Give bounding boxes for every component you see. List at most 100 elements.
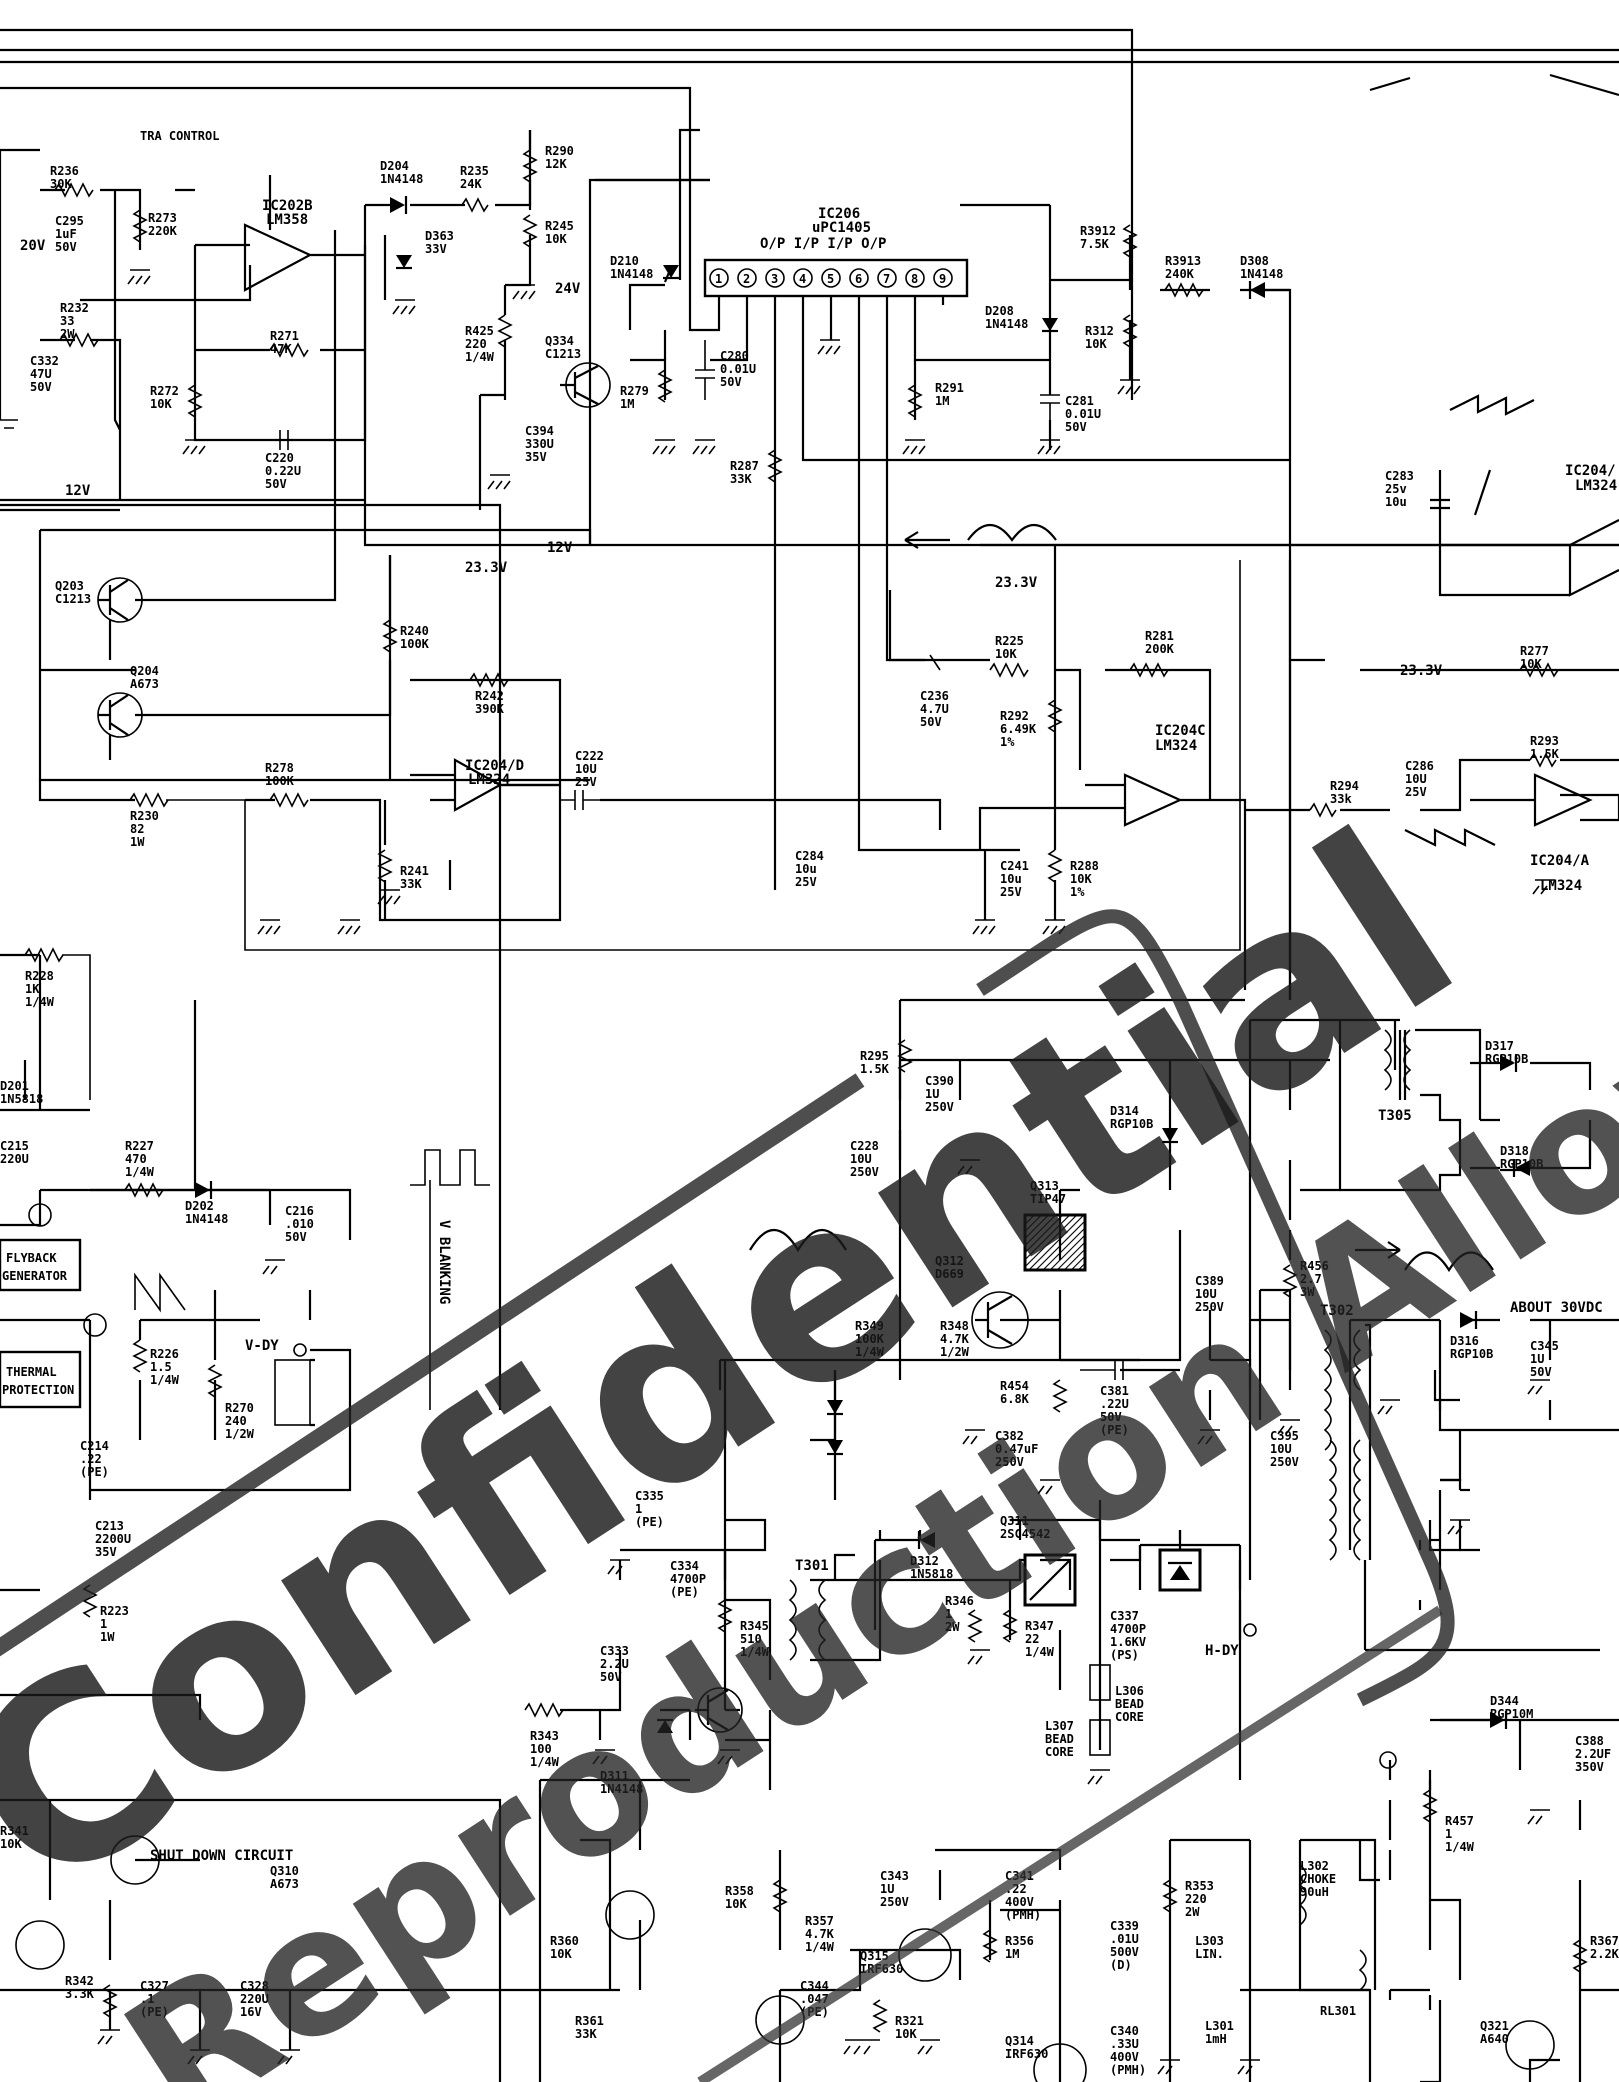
- diode-d202: [195, 1182, 210, 1198]
- rail-12v-b: 12V: [547, 540, 573, 556]
- ic204c-part: LM324: [1155, 738, 1197, 754]
- ic204-top-name: IC204/: [1565, 463, 1616, 479]
- rail-23v-a: 23.3V: [465, 560, 508, 576]
- resistor-r236: [54, 182, 94, 198]
- ic206-pin-5: 5: [827, 272, 834, 286]
- ic204-top-right: [1404, 394, 1619, 847]
- ic206-pin-1: 1: [715, 272, 722, 286]
- ground-symbols-lower: [97, 889, 1550, 2075]
- pin-3: [28, 1203, 52, 1227]
- t301-q311-section: [560, 1360, 1242, 1790]
- rail-12v-a: 12V: [65, 483, 91, 499]
- ic206-pin-3: 3: [771, 272, 778, 286]
- about-30vdc-label: ABOUT 30VDC: [1510, 1300, 1603, 1316]
- resistor-r294: [1309, 802, 1337, 818]
- resistor-r281: [1129, 662, 1169, 678]
- resistor-r312: [1122, 314, 1138, 348]
- ic206-pin-9: 9: [939, 272, 946, 286]
- thermal-protection-box: [0, 1350, 82, 1409]
- resistor-r293: [1529, 752, 1557, 768]
- labels: TRA CONTROL 20V 12V 12V 24V 23.3V 23.3V …: [2, 129, 1617, 1864]
- flyback-generator-box: [0, 1238, 82, 1292]
- h-dy-coil: [1238, 1560, 1257, 1640]
- ic204-top-part: LM324: [1575, 478, 1617, 494]
- pin-5: [83, 1313, 107, 1337]
- resistor-r270: [207, 1364, 223, 1398]
- resistor-r225: [989, 662, 1029, 678]
- capacitor-c222: [560, 790, 600, 810]
- resistor-r245: [522, 214, 538, 248]
- bead-l306: [1089, 1664, 1111, 1701]
- top-bus-wires: [0, 28, 1619, 400]
- resistor-r287: [767, 449, 783, 483]
- transistor-q321: [1505, 2020, 1555, 2070]
- damper-diode-triangle: [1170, 1565, 1190, 1580]
- ic206-pin-7: 7: [883, 272, 890, 286]
- t305-label: T305: [1378, 1108, 1412, 1124]
- transistor-q317: [605, 1890, 655, 1940]
- resistor-r321: [872, 1999, 888, 2033]
- resistor-r279: [657, 369, 673, 403]
- t305-transformer: [1248, 1018, 1592, 1580]
- ic204a-part: LM324: [1540, 878, 1582, 894]
- capacitor-c280: [695, 340, 715, 400]
- component-label-c214: C214.22(PE): [80, 1439, 109, 1479]
- resistor-r342: [102, 1984, 118, 2018]
- diode-d318: [1515, 1160, 1530, 1176]
- ic206-pin-8: 8: [911, 272, 918, 286]
- resistor-r454: [1052, 1379, 1068, 1413]
- ic204c-name: IC204C: [1155, 723, 1206, 739]
- resistor-r242: [469, 672, 509, 688]
- resistor-r227: [124, 1182, 164, 1198]
- thermal-protection-label-2: PROTECTION: [2, 1383, 74, 1397]
- resistor-r346: [967, 1609, 983, 1643]
- rail-24v: 24V: [555, 281, 581, 297]
- zener-d363: [396, 255, 412, 268]
- resistor-r345: [717, 1599, 733, 1633]
- ground-symbols: [0, 269, 1555, 895]
